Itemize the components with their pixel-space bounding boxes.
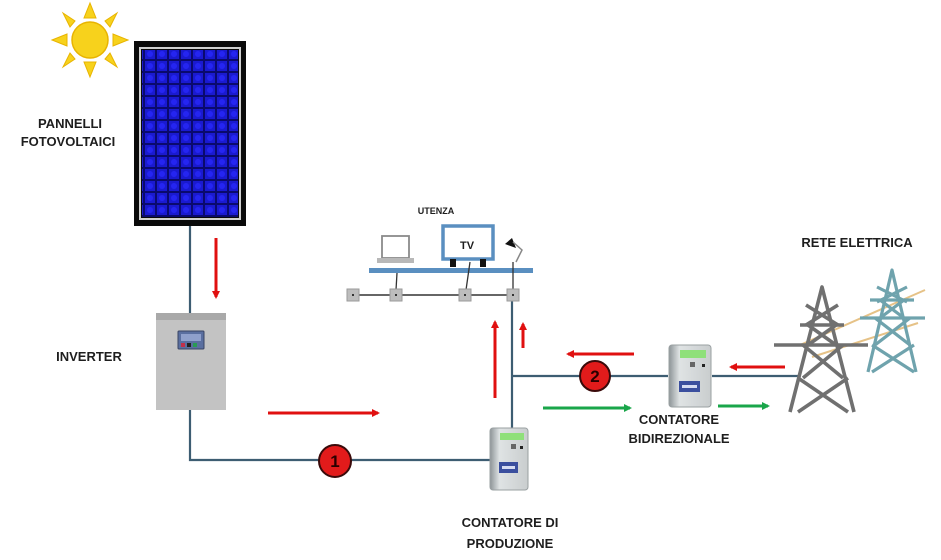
bidirectional-meter-label-line1: CONTATORE (639, 412, 719, 427)
production-meter-label-line2: PRODUZIONE (467, 536, 554, 551)
utenza-label: UTENZA (418, 206, 455, 216)
tv-label: TV (460, 240, 475, 252)
panels-label-line2: FOTOVOLTAICI (21, 134, 116, 149)
marker-2: 2 (579, 360, 611, 392)
tv-icon: TV (441, 224, 495, 267)
inverter-label: INVERTER (56, 349, 122, 364)
inverter (156, 313, 226, 410)
flow-arrows (212, 238, 785, 417)
laptop-icon (377, 235, 414, 263)
bidirectional-meter-label-line2: BIDIREZIONALE (628, 431, 729, 446)
panels-label-line1: PANNELLI (38, 116, 102, 131)
marker-1-label: 1 (330, 452, 339, 471)
bidirectional-meter (668, 344, 712, 408)
transmission-tower-back-icon (860, 268, 925, 374)
sun-icon (50, 1, 130, 79)
table-shelf (369, 268, 533, 273)
production-meter (489, 427, 529, 491)
wire-inverter-meter (188, 410, 490, 462)
household-loads: TV (346, 224, 533, 302)
lamp-icon (505, 238, 523, 263)
transmission-tower-front-icon (774, 285, 868, 414)
marker-1: 1 (318, 444, 352, 478)
solar-panel (134, 41, 246, 226)
grid-label: RETE ELETTRICA (801, 235, 913, 250)
production-meter-label-line1: CONTATORE DI (462, 515, 559, 530)
marker-2-label: 2 (590, 367, 599, 386)
